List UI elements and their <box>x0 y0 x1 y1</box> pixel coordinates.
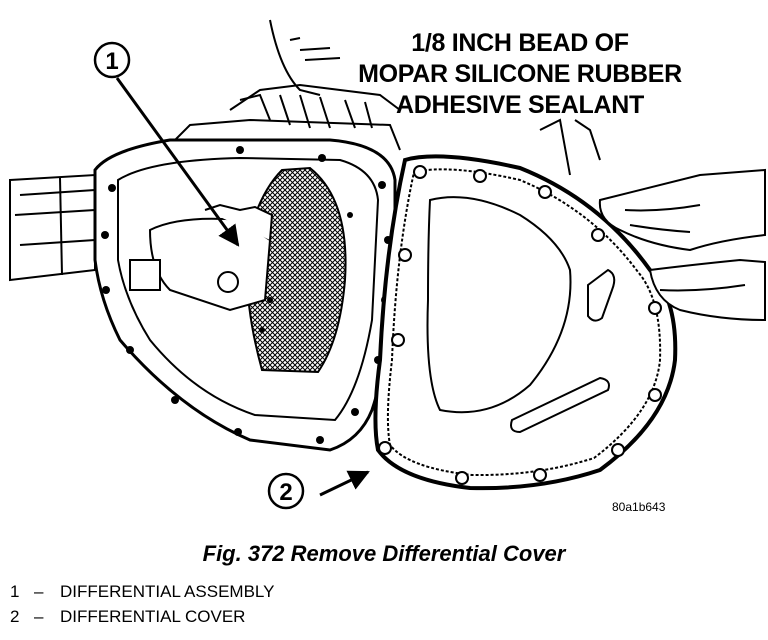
sealant-callout-line3: ADHESIVE SEALANT <box>395 91 644 119</box>
legend-label: DIFFERENTIAL COVER <box>60 607 246 626</box>
legend-label: DIFFERENTIAL ASSEMBLY <box>60 582 275 601</box>
engine-background <box>174 19 601 176</box>
differential-illustration: 1 2 <box>9 19 766 510</box>
figure-caption: Fig. 372 Remove Differential Cover <box>202 541 566 566</box>
legend-item: 2 – DIFFERENTIAL COVER <box>10 604 274 629</box>
legend-number: 2 <box>10 607 20 626</box>
cover-bolts <box>378 165 662 485</box>
callout-2: 2 <box>267 470 370 510</box>
callout-1: 1 <box>93 41 240 247</box>
legend: 1 – DIFFERENTIAL ASSEMBLY 2 – DIFFERENTI… <box>10 579 274 629</box>
callout-2-label: 2 <box>279 479 292 506</box>
sealant-callout-line2: MOPAR SILICONE RUBBER <box>358 60 682 88</box>
axle-tube <box>9 173 96 282</box>
legend-number: 1 <box>10 582 20 601</box>
figure-reference-code: 80a1b643 <box>612 500 666 514</box>
legend-dash: – <box>34 582 44 601</box>
callout-1-label: 1 <box>105 48 118 75</box>
sealant-callout-line1: 1/8 INCH BEAD OF <box>411 29 629 57</box>
legend-dash: – <box>34 607 44 626</box>
sealant-callout: 1/8 INCH BEAD OF MOPAR SILICONE RUBBER A… <box>300 28 740 121</box>
hands <box>598 168 766 322</box>
differential-carrier <box>129 203 274 312</box>
legend-item: 1 – DIFFERENTIAL ASSEMBLY <box>10 579 274 604</box>
